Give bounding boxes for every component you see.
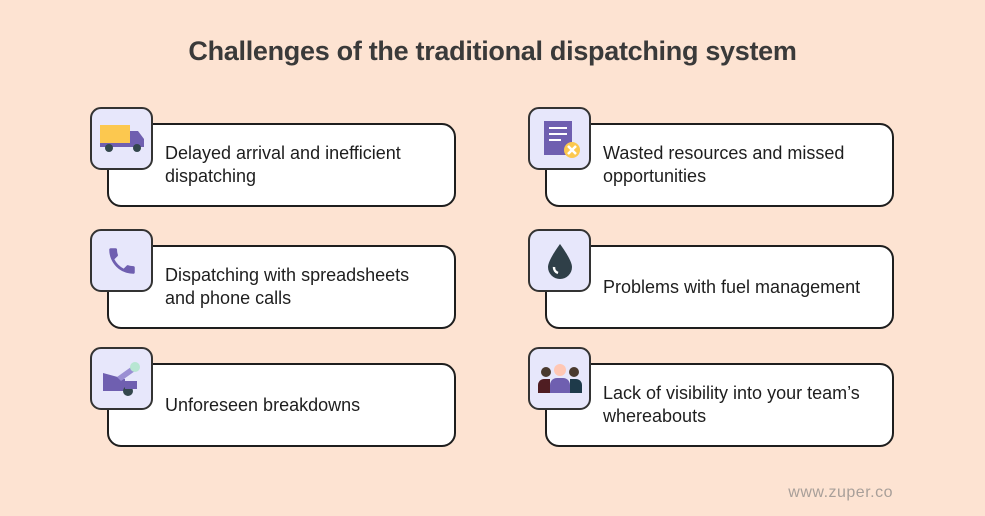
challenge-card: Wasted resources and missed opportunitie… xyxy=(545,123,894,207)
page-title: Challenges of the traditional dispatchin… xyxy=(188,36,797,66)
challenge-card: Dispatching with spreadsheets and phone … xyxy=(107,245,456,329)
challenge-card: Unforeseen breakdowns xyxy=(107,363,456,447)
document-cancel-icon xyxy=(528,107,591,170)
challenge-card: Delayed arrival and inefficient dispatch… xyxy=(107,123,456,207)
fuel-drop-icon xyxy=(528,229,591,292)
challenge-label: Lack of visibility into your team’s wher… xyxy=(603,383,860,426)
challenge-label: Wasted resources and missed opportunitie… xyxy=(603,143,845,186)
challenge-card: Lack of visibility into your team’s wher… xyxy=(545,363,894,447)
truck-icon xyxy=(90,107,153,170)
phone-icon xyxy=(90,229,153,292)
team-icon xyxy=(528,347,591,410)
broken-vehicle-icon xyxy=(90,347,153,410)
challenge-label: Problems with fuel management xyxy=(603,276,861,297)
website-url: www.zuper.co xyxy=(788,484,893,501)
challenge-label: Dispatching with spreadsheets and phone … xyxy=(165,265,410,308)
challenge-card: Problems with fuel management xyxy=(545,245,894,329)
challenge-label: Unforeseen breakdowns xyxy=(165,394,361,415)
challenge-label: Delayed arrival and inefficient dispatch… xyxy=(165,143,401,186)
